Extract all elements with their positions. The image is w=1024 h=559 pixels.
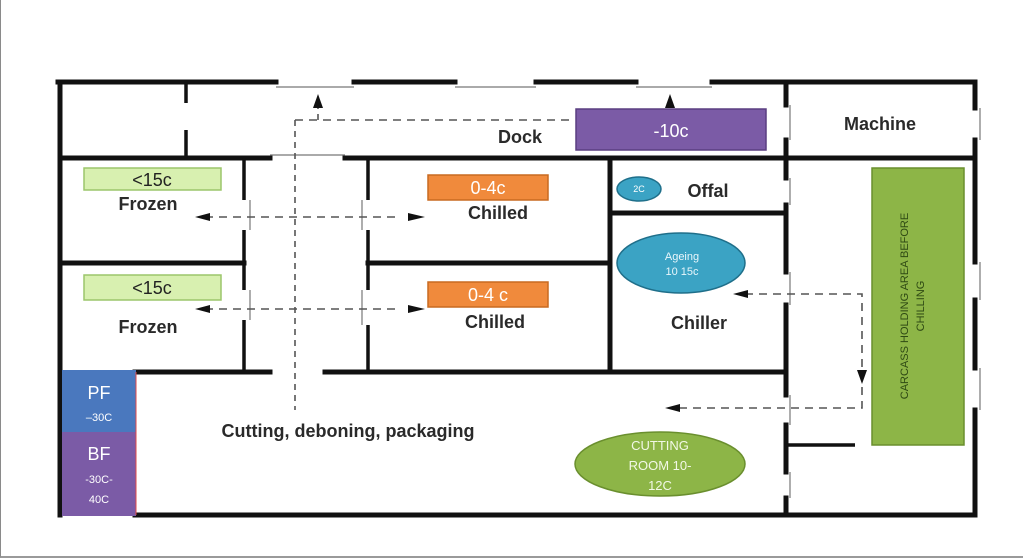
tag-frozen-bottom-box [83,274,222,301]
room-label-offal: Offal [687,181,728,201]
tag-dock-text: -10c [653,121,688,141]
tag-chilled-bottom-box [427,281,549,308]
tag-pf-title: PF [87,383,110,403]
tag-chilled-bottom-text: 0-4 c [468,285,508,305]
room-label-frozen-top: Frozen [118,194,177,214]
flow-chiller-loop [680,293,863,409]
interior-walls [57,79,978,518]
tag-cutting-room-line1: CUTTING [631,438,689,453]
tag-carcass-line1: CARCASS HOLDING AREA BEFORE [899,213,911,399]
tag-dock-box [575,108,767,151]
room-doors [249,200,363,325]
tag-dock: -10c [575,108,767,151]
room-label-dock: Dock [498,127,543,147]
tag-chilled-top-box [427,174,549,201]
arrow-up-1 [313,94,323,108]
tag-bf: BF -30C- 40C [62,372,137,516]
arrow-right-chilled-top [408,213,425,221]
arrow-left-frozen-bottom [195,305,210,313]
tag-ageing-line2: 10 15c [665,266,699,278]
room-label-cutting-deboning: Cutting, deboning, packaging [222,421,475,441]
tag-carcass-box [871,167,965,446]
tag-chilled-top-text: 0-4c [470,178,505,198]
tag-cutting-room: CUTTING ROOM 10- 12C [574,431,746,497]
tag-frozen-bottom: <15c [83,274,222,301]
tag-bf-temp-line1: -30C- [85,474,113,486]
tag-frozen-top: <15c [83,167,222,191]
room-label-frozen-bottom: Frozen [118,317,177,337]
tag-pf-temp: –30C [86,412,112,424]
tag-frozen-top-text: <15c [132,170,172,190]
arrow-up-2 [665,94,675,108]
tag-bf-temp-line2: 40C [89,494,109,506]
outer-walls [55,79,981,518]
tag-cutting-room-ellipse [574,431,746,497]
tag-ageing-line1: Ageing [665,251,699,263]
arrow-left-frozen-top [195,213,210,221]
arrow-right-chilled-bottom [408,305,425,313]
tag-bf-title: BF [87,444,110,464]
tag-bf-box [62,432,136,516]
tag-frozen-top-box [83,167,222,191]
tag-frozen-bottom-text: <15c [132,278,172,298]
arrow-left-cutting [665,404,680,412]
room-label-chiller: Chiller [671,313,727,333]
tag-chilled-bottom: 0-4 c [427,281,549,308]
flow-lines [195,94,867,412]
tag-pf-box [62,370,136,432]
room-label-machine: Machine [844,114,916,134]
tag-carcass-line2: CHILLING [915,281,927,332]
arrow-down-loop [857,370,867,384]
arrow-left-chiller [733,290,748,298]
room-label-chilled-top: Chilled [468,203,528,223]
tag-cutting-room-line3: 12C [648,478,672,493]
tag-offal: 2C [616,176,662,202]
tag-carcass-holding: CARCASS HOLDING AREA BEFORE CHILLING [871,167,965,446]
tag-ageing-ellipse [616,232,746,294]
tag-ageing: Ageing 10 15c [616,232,746,294]
tag-offal-text: 2C [633,184,645,194]
room-label-chilled-bottom: Chilled [465,312,525,332]
tag-chilled-top: 0-4c [427,174,549,201]
tag-offal-ellipse [616,176,662,202]
tag-pf: PF –30C [62,370,136,432]
tag-cutting-room-line2: ROOM 10- [629,458,692,473]
